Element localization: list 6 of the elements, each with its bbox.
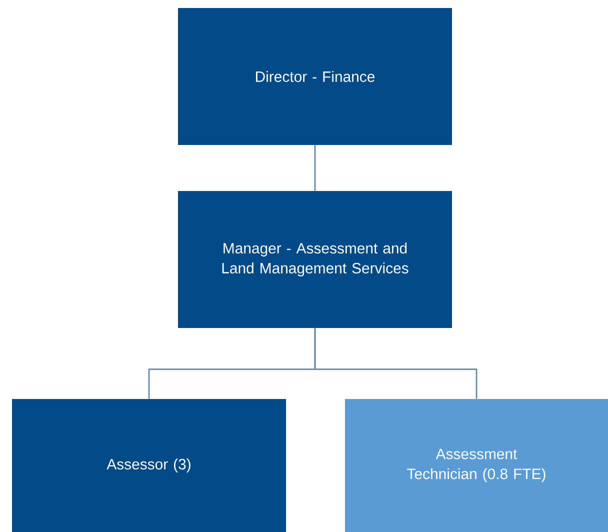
connector-line [314,145,316,191]
org-box: Director - Finance [178,8,452,145]
org-box: Manager - Assessment and Land Management Services [178,191,452,328]
connector-line [314,328,478,399]
org-box: Assessor (3) [12,399,286,532]
org-box: Assessment Technician (0.8 FTE) [345,399,608,532]
